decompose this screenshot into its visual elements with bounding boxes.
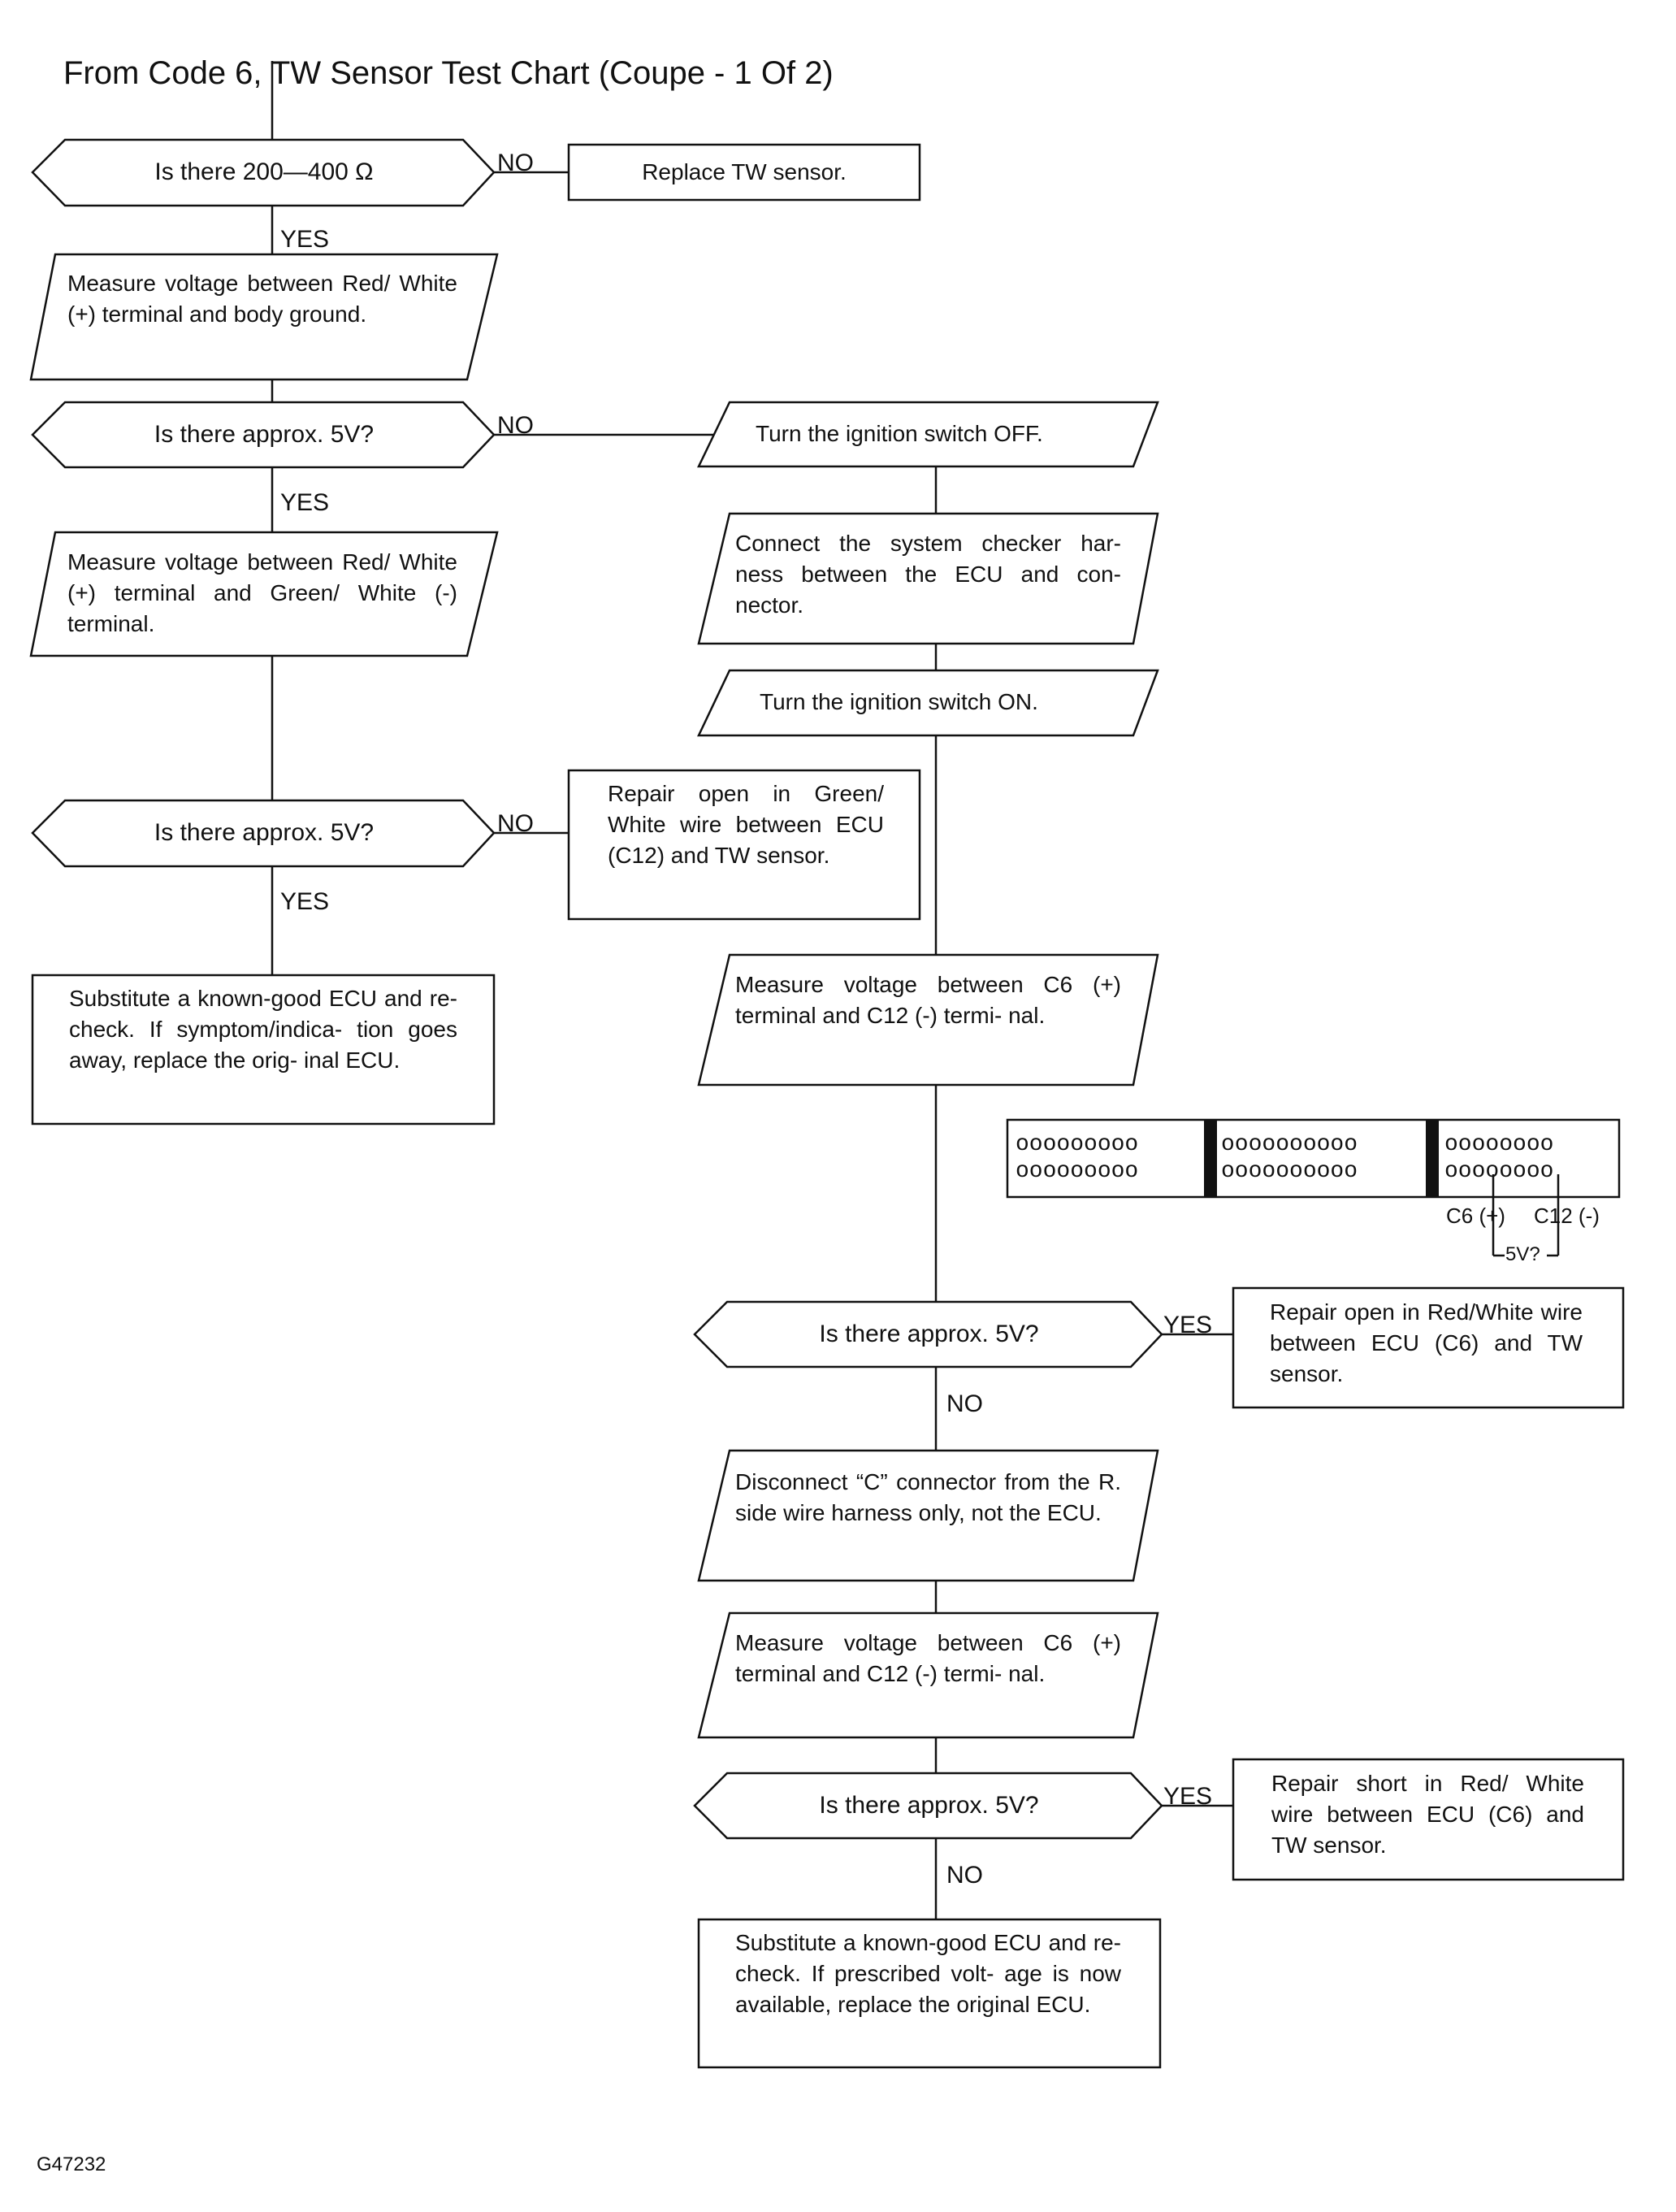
repair-open-red-text: Repair open in Red/White wire between EC… [1270, 1299, 1583, 1386]
box-repair-green [567, 769, 921, 921]
measure-green-text: Measure voltage between Red/ White (+) t… [67, 549, 457, 636]
ign-off-text: Turn the ignition switch OFF. [756, 421, 1043, 446]
measure-c6-text: Measure voltage between C6 (+) terminal … [735, 972, 1121, 1028]
repair-short-red-text: Repair short in Red/ White wire between … [1271, 1771, 1584, 1858]
io-ign-off [697, 401, 1159, 468]
decision-5v-3-text: Is there approx. 5V? [819, 1321, 1039, 1347]
box-substitute-right [697, 1918, 1162, 2069]
substitute-left-text: Substitute a known-good ECU and re-check… [69, 986, 457, 1073]
figure-code: G47232 [37, 2153, 106, 2175]
io-measure-c6 [697, 953, 1159, 1086]
pin-c12-label: C12 (-) [1534, 1204, 1600, 1228]
ecu-connector-diagram [1006, 1118, 1621, 1257]
box-repair-open-red [1232, 1286, 1625, 1409]
label-yes-4: YES [1163, 1312, 1213, 1338]
pin-c6-label: C6 (+) [1446, 1204, 1505, 1228]
decision-5v-1 [31, 401, 496, 469]
decision-resistance [31, 138, 496, 207]
measure-c6-b-text: Measure voltage between C6 (+) terminal … [735, 1630, 1121, 1686]
box-substitute-left [31, 974, 496, 1126]
label-yes-2: YES [280, 489, 330, 516]
label-no-3: NO [497, 810, 534, 837]
replace-tw-text: Replace TW sensor. [642, 159, 847, 184]
label-yes-5: YES [1163, 1783, 1213, 1810]
label-yes-1: YES [280, 226, 330, 253]
io-connect-checker [697, 512, 1159, 645]
decision-5v-1-text: Is there approx. 5V? [154, 421, 375, 448]
label-yes-3: YES [280, 888, 330, 915]
box-repair-short-red [1232, 1758, 1625, 1881]
connect-checker-text: Connect the system checker har- ness bet… [735, 531, 1121, 618]
io-measure-ground [29, 253, 499, 381]
ign-on-text: Turn the ignition switch ON. [760, 689, 1038, 714]
label-no-2: NO [497, 412, 534, 439]
measure-ground-text: Measure voltage between Red/ White (+) t… [67, 271, 457, 327]
label-no-5: NO [946, 1862, 983, 1889]
substitute-right-text: Substitute a known-good ECU and re-check… [735, 1930, 1121, 2017]
decision-5v-2 [31, 799, 496, 868]
decision-5v-3 [693, 1300, 1163, 1368]
chart-title: From Code 6, TW Sensor Test Chart (Coupe… [63, 55, 834, 91]
label-no-1: NO [497, 150, 534, 176]
repair-green-text: Repair open in Green/ White wire between… [608, 781, 884, 868]
io-measure-c6-b [697, 1611, 1159, 1739]
decision-5v-2-text: Is there approx. 5V? [154, 819, 375, 846]
io-disconnect-c [697, 1449, 1159, 1582]
box-replace-tw [567, 143, 921, 202]
disconnect-c-text: Disconnect “C” connector from the R. sid… [735, 1469, 1121, 1525]
decision-5v-4 [693, 1772, 1163, 1840]
decision-resistance-text: Is there 200—400 Ω [154, 158, 374, 185]
label-no-4: NO [946, 1390, 983, 1417]
io-ign-on [697, 669, 1159, 737]
decision-5v-4-text: Is there approx. 5V? [819, 1792, 1039, 1819]
io-measure-green [29, 531, 499, 657]
voltage-query-label: 5V? [1505, 1243, 1540, 1265]
